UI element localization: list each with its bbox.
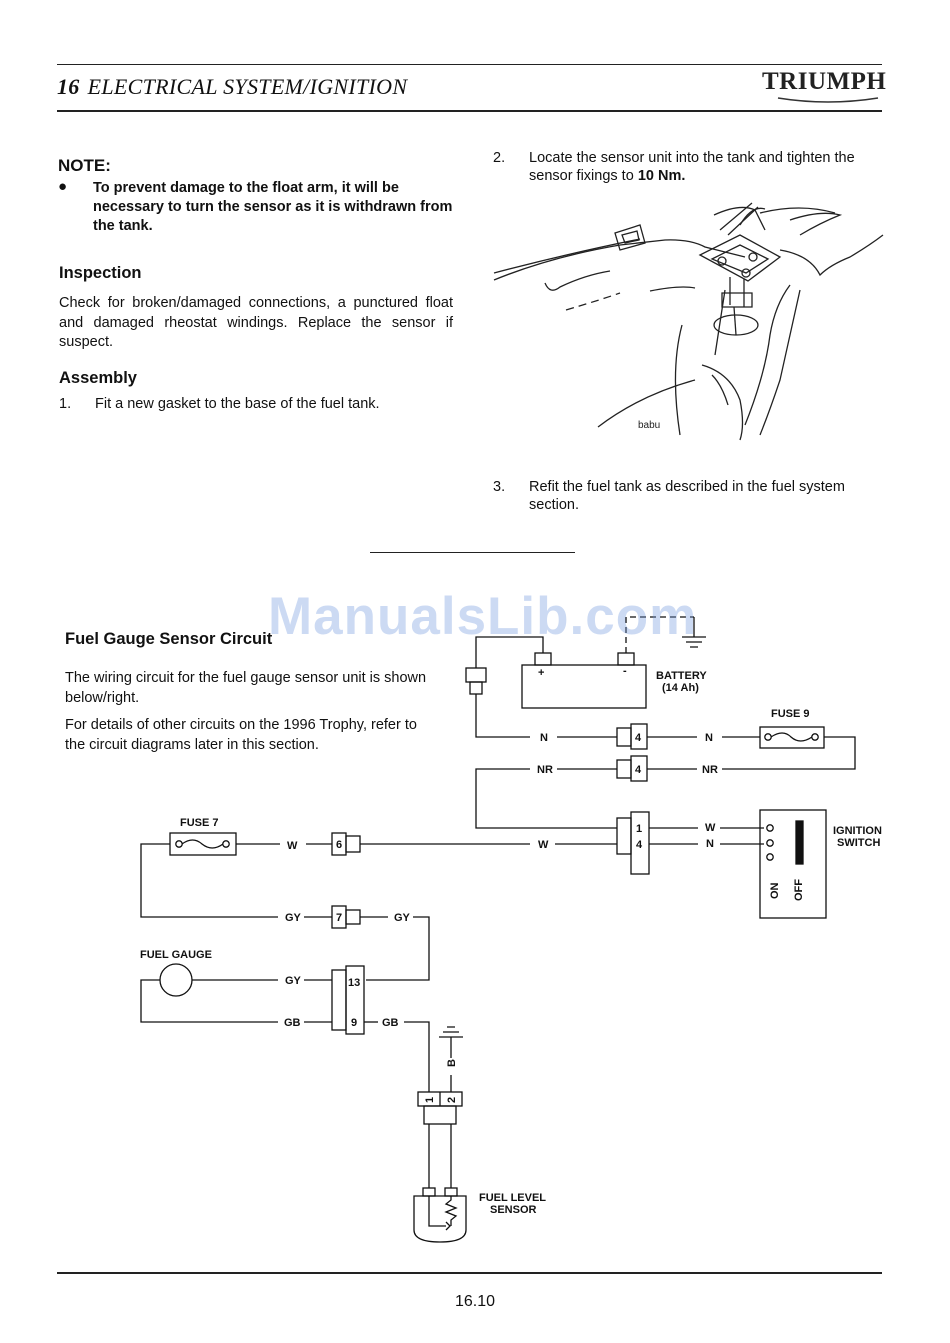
connector-13: 13 <box>348 977 360 989</box>
connector-7: 7 <box>336 912 342 924</box>
logo-swoosh-icon <box>777 97 879 103</box>
step-2-torque: 10 Nm. <box>637 168 686 184</box>
note-heading: NOTE: <box>58 156 111 175</box>
connector-4-top: 4 <box>635 732 642 744</box>
wire-gy-2: GY <box>394 912 411 924</box>
circuit-paragraph-2: For details of other circuits on the 199… <box>65 717 417 753</box>
connector-pin-4: 4 <box>636 839 643 851</box>
sensor-pin-1: 1 <box>424 1097 436 1103</box>
step-2-text: Locate the sensor unit into the tank and… <box>529 149 879 185</box>
fuse-7-label: FUSE 7 <box>180 817 219 829</box>
step-3-text: Refit the fuel tank as described in the … <box>529 479 845 513</box>
wire-n-left: N <box>540 732 548 744</box>
circuit-heading: Fuel Gauge Sensor Circuit <box>65 630 273 648</box>
wire-w-mid: W <box>538 839 549 851</box>
footer-rule <box>57 1272 882 1274</box>
fuel-level-sensor-label-1: FUEL LEVEL <box>479 1192 546 1204</box>
step-2-number: 2. <box>493 150 506 166</box>
battery-plus: + <box>538 667 544 679</box>
section-number: 16 <box>57 74 80 99</box>
assembly-heading: Assembly <box>59 369 137 387</box>
sensor-pin-2: 2 <box>446 1097 458 1103</box>
connector-4-mid: 4 <box>635 764 642 776</box>
ignition-switch-label-2: SWITCH <box>837 837 880 849</box>
step-1-text: Fit a new gasket to the base of the fuel… <box>95 396 380 412</box>
wire-nr-left: NR <box>537 764 553 776</box>
step-3-number: 3. <box>493 479 506 495</box>
switch-on-label: ON <box>769 882 781 899</box>
wire-n-switch: N <box>706 838 714 850</box>
section-divider <box>370 552 575 553</box>
circuit-paragraph-1: The wiring circuit for the fuel gauge se… <box>65 670 427 706</box>
inspection-heading: Inspection <box>59 264 142 282</box>
connector-6: 6 <box>336 839 342 851</box>
fuel-gauge-label: FUEL GAUGE <box>140 949 212 961</box>
wire-gb-1: GB <box>284 1017 301 1029</box>
note-bullet: ● <box>58 178 68 195</box>
wire-n-right: N <box>705 732 713 744</box>
wire-w-switch: W <box>705 822 716 834</box>
wire-gb-2: GB <box>382 1017 399 1029</box>
fuel-level-sensor-label-2: SENSOR <box>490 1204 537 1216</box>
wire-gy-3: GY <box>285 975 302 987</box>
wire-nr-right: NR <box>702 764 718 776</box>
manualslib-watermark: ManualsLib.com <box>268 587 698 646</box>
wire-b: B <box>446 1059 458 1067</box>
switch-off-label: OFF <box>793 879 805 901</box>
fuse-9-label: FUSE 9 <box>771 708 810 720</box>
connector-9: 9 <box>351 1017 357 1029</box>
page-number: 16.10 <box>454 1293 496 1310</box>
battery-label: BATTERY <box>656 670 707 682</box>
inspection-text: Check for broken/damaged connections, a … <box>59 295 453 350</box>
wire-gy-1: GY <box>285 912 302 924</box>
battery-capacity: (14 Ah) <box>662 682 699 694</box>
note-text: To prevent damage to the float arm, it w… <box>93 180 453 234</box>
wire-w-left: W <box>287 840 298 852</box>
connector-pin-1: 1 <box>636 823 642 835</box>
ignition-switch-label-1: IGNITION <box>833 825 882 837</box>
section-header: 16 ELECTRICAL SYSTEM/IGNITION <box>57 74 407 100</box>
header-rule-bottom <box>57 110 882 112</box>
step-2-text-main: Locate the sensor unit into the tank and… <box>529 150 855 184</box>
header-rule-top <box>57 64 882 65</box>
sensor-installation-illustration: babu <box>493 202 884 441</box>
section-title: ELECTRICAL SYSTEM/IGNITION <box>87 74 408 99</box>
triumph-logo: TRIUMPH <box>762 68 887 95</box>
battery-minus: - <box>623 665 627 677</box>
illustration-credit: babu <box>638 420 660 431</box>
step-1-number: 1. <box>59 396 72 412</box>
